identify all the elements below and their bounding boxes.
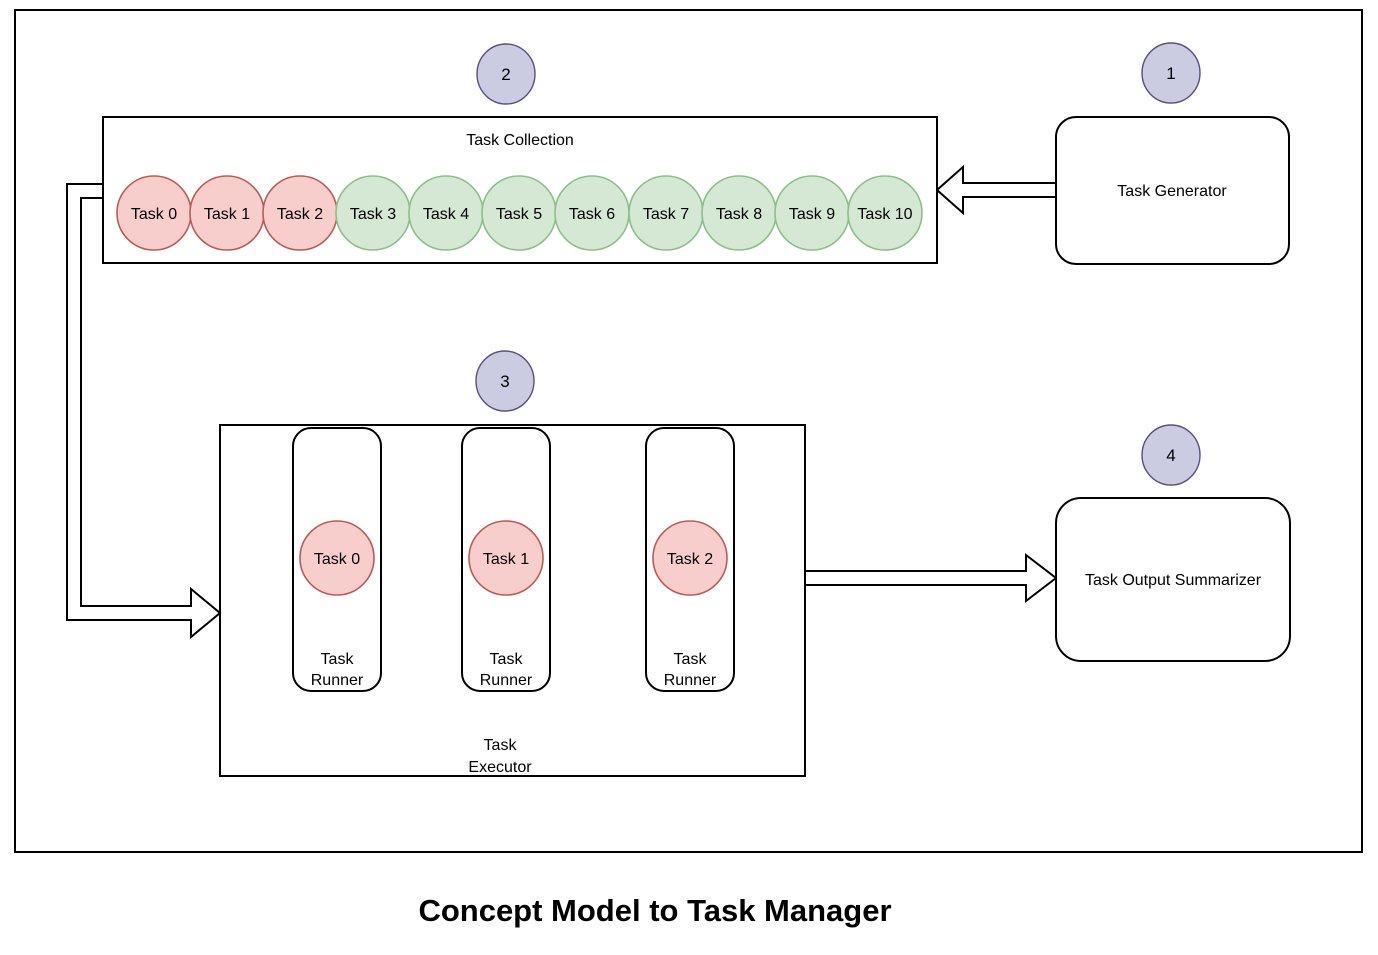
task-executor-label-line2: Executor	[468, 759, 532, 776]
task-collection-label: Task Collection	[466, 132, 574, 149]
step-marker-3: 3	[475, 350, 535, 412]
task-label: Task 3	[350, 206, 396, 223]
task-runner-label-line2: Runner	[480, 672, 533, 689]
task-runner-label-line1: Task	[490, 651, 524, 668]
task-generator-node: Task Generator	[1055, 116, 1290, 265]
step-number: 3	[500, 372, 509, 391]
step-circle	[1141, 424, 1201, 486]
task-queue-item: Task 7	[628, 175, 704, 251]
task-generator-label: Task Generator	[1117, 183, 1227, 200]
task-label: Task 2	[667, 551, 713, 568]
step-marker-2: 2	[476, 43, 536, 105]
task-label: Task 0	[314, 551, 360, 568]
task-label: Task 6	[569, 206, 615, 223]
task-runner-node: Task 2 Task Runner	[645, 427, 735, 692]
diagram-title: Concept Model to Task Manager	[418, 893, 891, 928]
task-runner-label-line2: Runner	[664, 672, 717, 689]
task-queue-item: Task 4	[408, 175, 484, 251]
step-circle	[476, 43, 536, 105]
task-label: Task 4	[423, 206, 469, 223]
task-label: Task 1	[204, 206, 250, 223]
task-queue-item: Task 2	[262, 175, 338, 251]
task-label: Task 8	[716, 206, 762, 223]
task-queue-item: Task 6	[554, 175, 630, 251]
task-output-summarizer-node: Task Output Summarizer	[1055, 497, 1291, 662]
task-circle	[299, 520, 375, 596]
step-circle	[1141, 42, 1201, 104]
task-queue-item: Task 8	[701, 175, 777, 251]
task-label: Task 7	[643, 206, 689, 223]
task-circle	[847, 175, 923, 251]
task-circle	[468, 520, 544, 596]
task-circle	[652, 520, 728, 596]
task-executor-node: Task Executor Task 0 Task Runner Task 1 …	[219, 424, 806, 777]
step-marker-4: 4	[1141, 424, 1201, 486]
task-label: Task 5	[496, 206, 542, 223]
task-queue-item: Task 1	[189, 175, 265, 251]
task-queue-item: Task 3	[335, 175, 411, 251]
task-queue-item: Task 0	[116, 175, 192, 251]
task-generator-box	[1055, 116, 1290, 265]
step-number: 4	[1166, 446, 1175, 465]
task-executor-label-line1: Task	[484, 737, 518, 754]
task-runner-label-line1: Task	[674, 651, 708, 668]
task-queue-item: Task 10	[847, 175, 923, 251]
task-runner-label-line2: Runner	[311, 672, 364, 689]
task-collection-node: Task Collection Task 0 Task 1 Task 2 Tas…	[102, 116, 938, 264]
task-queue-item: Task 5	[481, 175, 557, 251]
task-label: Task 9	[789, 206, 835, 223]
task-label: Task 2	[277, 206, 323, 223]
task-label: Task 1	[483, 551, 529, 568]
arrow-executor-to-summarizer	[804, 552, 1058, 604]
step-circle	[475, 350, 535, 412]
task-runner-node: Task 1 Task Runner	[461, 427, 551, 692]
step-number: 1	[1166, 64, 1175, 83]
step-marker-1: 1	[1141, 42, 1201, 104]
step-number: 2	[501, 65, 510, 84]
task-label: Task 0	[131, 206, 177, 223]
task-runner-node: Task 0 Task Runner	[292, 427, 382, 692]
task-queue-item: Task 9	[774, 175, 850, 251]
task-output-summarizer-label: Task Output Summarizer	[1085, 572, 1262, 589]
task-runner-label-line1: Task	[321, 651, 355, 668]
task-label: Task 10	[857, 206, 912, 223]
arrow-collection-to-executor	[66, 183, 222, 640]
task-output-summarizer-box	[1055, 497, 1291, 662]
